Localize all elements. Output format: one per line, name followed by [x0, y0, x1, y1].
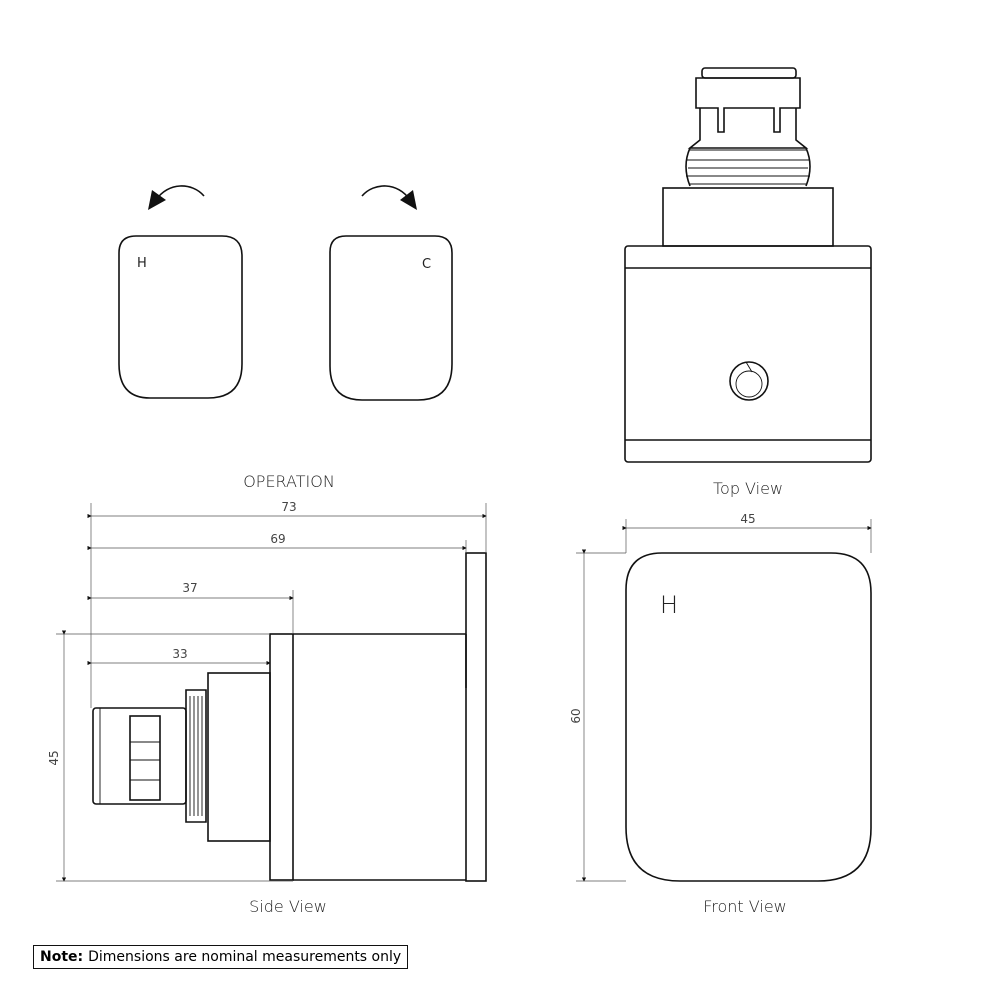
hot-letter: H	[137, 256, 147, 271]
top-view: Top View	[624, 67, 872, 498]
note-text: Dimensions are nominal measurements only	[88, 949, 402, 965]
dim-side-37: 37	[182, 581, 197, 595]
front-hot-letter: H	[660, 591, 678, 619]
side-view-label: Side View	[249, 897, 327, 916]
side-dimensions: 73 69 37 33 45	[47, 500, 487, 882]
dim-side-33: 33	[172, 647, 187, 661]
operation-diagram: H C OPERATION	[118, 185, 453, 491]
front-dimensions: 45 60	[569, 512, 872, 882]
dim-front-height: 60	[569, 708, 583, 723]
top-view-label: Top View	[713, 479, 783, 498]
dim-side-height: 45	[47, 750, 61, 765]
cold-letter: C	[422, 257, 431, 272]
operation-label: OPERATION	[243, 472, 335, 491]
dim-side-overall: 73	[281, 500, 296, 514]
front-view-label: Front View	[703, 897, 787, 916]
rotate-left-arrow-icon	[148, 185, 205, 210]
note-box: Note: Dimensions are nominal measurement…	[33, 945, 409, 969]
dim-side-to-plate: 69	[270, 532, 285, 546]
rotate-right-arrow-icon	[361, 185, 417, 210]
dim-front-width: 45	[740, 512, 755, 526]
cold-handle: C	[329, 235, 453, 401]
front-view: H 45 60 Front View	[569, 512, 872, 916]
hot-handle: H	[118, 235, 243, 399]
side-view: 73 69 37 33 45 Side View	[47, 500, 487, 916]
note-label: Note:	[40, 949, 84, 965]
